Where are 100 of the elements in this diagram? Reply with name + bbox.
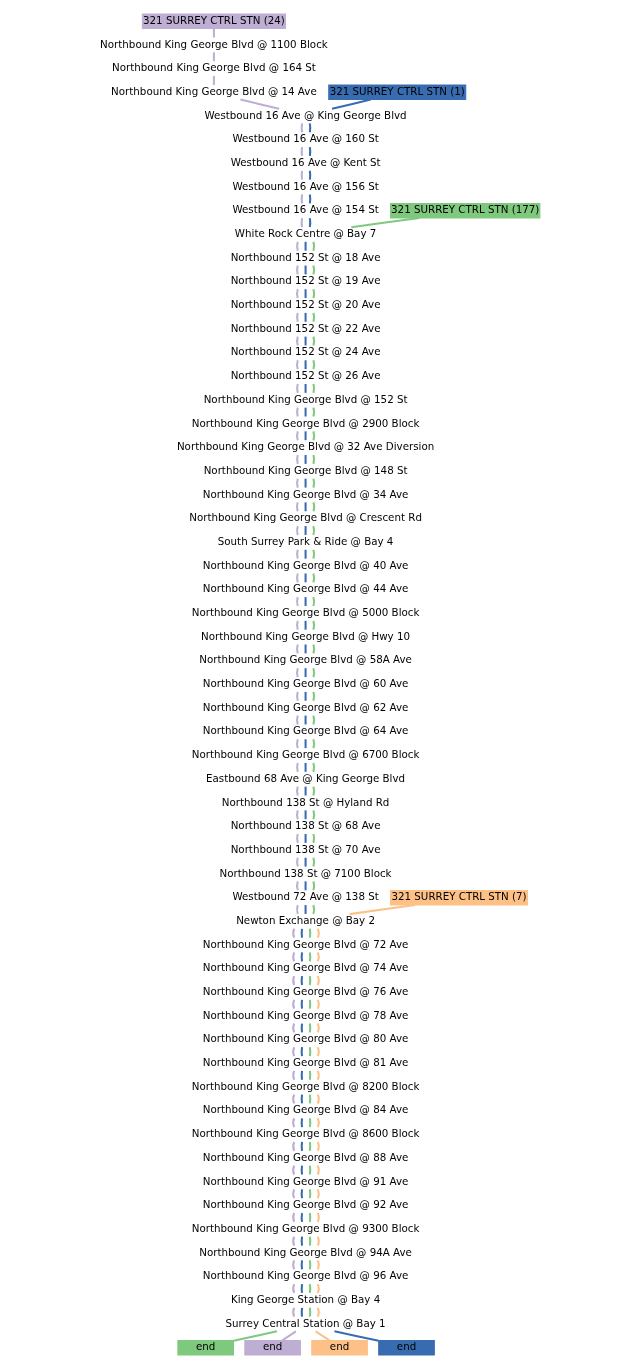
connector	[316, 1235, 320, 1246]
connector	[308, 217, 312, 227]
node-text: Westbound 16 Ave @ 156 St	[232, 179, 379, 192]
connector	[296, 501, 299, 511]
node-text: Northbound King George Blvd @ 81 Ave	[202, 1055, 409, 1068]
node-text: Northbound King George Blvd @ 5000 Block	[191, 605, 420, 618]
connector	[300, 1141, 304, 1151]
node-text: Northbound King George Blvd @ 164 St	[112, 60, 316, 73]
connector	[300, 975, 304, 985]
connector	[292, 1070, 296, 1080]
connector	[312, 904, 316, 914]
connector	[308, 193, 312, 203]
connector	[300, 999, 304, 1009]
connector	[315, 1330, 331, 1341]
connector	[304, 312, 307, 322]
connector	[316, 1046, 320, 1056]
node-text: South Surrey Park & Ride @ Bay 4	[217, 534, 394, 547]
connector	[304, 359, 307, 369]
connector	[308, 928, 312, 938]
connector	[300, 122, 304, 132]
connector	[300, 1259, 304, 1269]
connector	[304, 809, 307, 819]
connector	[316, 1022, 320, 1033]
node-text: Westbound 72 Ave @ 138 St	[232, 889, 379, 902]
node-text: Northbound 152 St @ 19 Ave	[230, 273, 381, 286]
connector	[296, 833, 299, 843]
node-text: Northbound King George Blvd @ 94A Ave	[199, 1245, 412, 1258]
node-text: Northbound 152 St @ 26 Ave	[230, 368, 381, 381]
connector	[312, 241, 316, 251]
connector	[300, 1236, 304, 1246]
connector	[233, 1329, 278, 1342]
connector	[308, 1141, 312, 1151]
connector	[281, 1330, 297, 1341]
node-text: Newton Exchange @ Bay 2	[236, 913, 375, 926]
node-text: Northbound 138 St @ 68 Ave	[230, 818, 381, 831]
connector	[296, 406, 299, 417]
connector	[300, 1212, 304, 1222]
connector	[296, 762, 299, 772]
connector	[296, 643, 299, 654]
connector	[296, 738, 299, 748]
node-text: Westbound 16 Ave @ 160 St	[232, 131, 379, 144]
node-text: Surrey Central Station @ Bay 1	[225, 1316, 386, 1329]
connector	[308, 1046, 312, 1056]
connector	[212, 51, 215, 61]
connector	[304, 833, 307, 843]
node-text: Northbound King George Blvd @ 92 Ave	[202, 1197, 409, 1210]
node-text: Northbound King George Blvd @ Hwy 10	[201, 629, 411, 642]
connector	[312, 359, 316, 369]
connector	[316, 1141, 320, 1151]
connector	[292, 1141, 296, 1151]
connector	[351, 216, 420, 228]
connector	[304, 549, 307, 559]
node-text: Northbound 152 St @ 18 Ave	[230, 250, 381, 263]
connector	[212, 28, 215, 37]
connector	[292, 1117, 296, 1127]
connector	[304, 691, 307, 701]
connector	[304, 738, 307, 748]
connector	[312, 667, 316, 677]
connector	[334, 1329, 379, 1342]
connector	[212, 75, 215, 85]
connector	[300, 170, 304, 180]
connector	[292, 1164, 296, 1175]
connector	[304, 383, 307, 393]
connector	[296, 335, 299, 346]
connector	[308, 1188, 312, 1198]
connector	[312, 264, 316, 275]
node-text: Northbound King George Blvd @ 1100 Block	[100, 37, 328, 50]
connector	[296, 857, 299, 867]
node-text: Northbound King George Blvd @ 8200 Block	[191, 1079, 420, 1092]
connector	[300, 1022, 304, 1032]
connector	[312, 857, 316, 867]
connector	[312, 833, 316, 843]
connector	[296, 691, 299, 701]
connector	[304, 667, 307, 677]
connector	[308, 1070, 312, 1080]
connector	[304, 241, 307, 251]
connector	[312, 525, 316, 535]
connector	[300, 217, 304, 227]
node-text: Northbound King George Blvd @ 72 Ave	[202, 937, 409, 950]
node-text: Eastbound 68 Ave @ King George Blvd	[206, 771, 406, 784]
node-text: Northbound King George Blvd @ 76 Ave	[202, 984, 409, 997]
node-text: Northbound King George Blvd @ 84 Ave	[202, 1102, 409, 1115]
connector	[312, 880, 316, 890]
connector	[296, 241, 299, 251]
node-text: Northbound 138 St @ 70 Ave	[230, 842, 381, 855]
connector	[300, 146, 304, 156]
node-text: White Rock Centre @ Bay 7	[234, 226, 377, 239]
node-text: Northbound King George Blvd @ 9300 Block	[191, 1221, 420, 1234]
node-text: Northbound King George Blvd @ 62 Ave	[202, 700, 409, 713]
node-box: 321 SURREY CTRL STN (1)	[328, 84, 467, 100]
connector	[304, 430, 307, 440]
connector	[292, 1022, 296, 1033]
connector	[296, 714, 299, 725]
connector	[304, 620, 307, 630]
connector	[296, 383, 299, 393]
connector	[296, 264, 299, 275]
node-text: Northbound King George Blvd @ 88 Ave	[202, 1150, 409, 1163]
node-text: Westbound 16 Ave @ Kent St	[230, 155, 381, 168]
connector	[296, 572, 299, 582]
node-text: Northbound 152 St @ 24 Ave	[230, 344, 381, 357]
